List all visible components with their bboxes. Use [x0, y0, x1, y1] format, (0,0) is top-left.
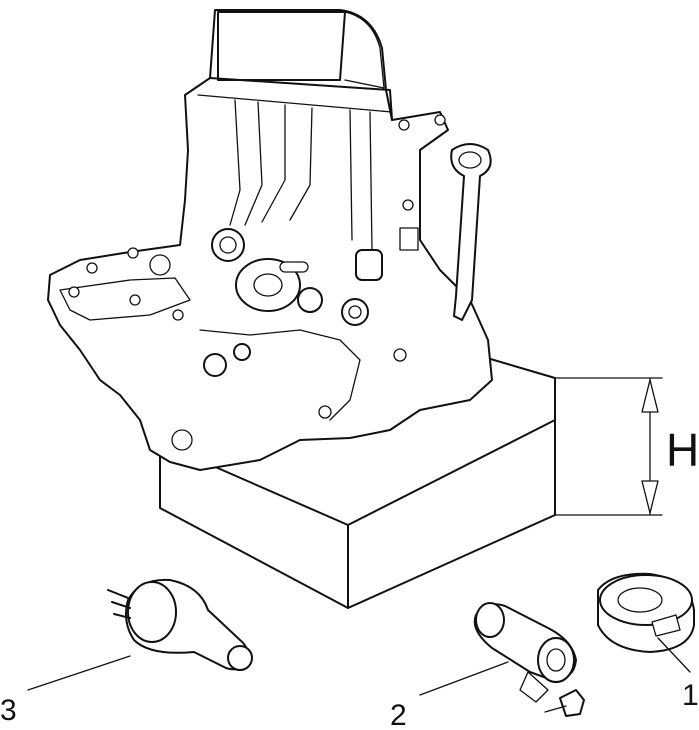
- rib-2: [244, 101, 263, 226]
- switch-pin-2: [111, 601, 131, 609]
- stud-4: [434, 114, 446, 126]
- stud-1: [402, 199, 414, 211]
- switch-pin-3: [113, 613, 131, 619]
- sensor-bolt-head: [559, 689, 585, 717]
- callout-3: 3: [0, 694, 17, 727]
- selector-boss-1-hole: [219, 236, 237, 254]
- callout-1-leader: [657, 637, 691, 673]
- lower-ridge: [199, 329, 361, 421]
- callout-3-leader: [27, 655, 131, 691]
- stud-2: [399, 227, 419, 251]
- rib-5: [349, 109, 353, 241]
- housing-top-side: [344, 11, 385, 89]
- part-2-sensor: 2: [390, 602, 585, 730]
- bolt-5: [172, 309, 184, 321]
- rib-4: [289, 107, 313, 221]
- stud-3: [398, 119, 410, 131]
- part-3-switch: 3: [0, 578, 253, 727]
- switch-flange: [127, 581, 177, 643]
- sensor-connector: [475, 602, 505, 638]
- selector-pin: [279, 261, 309, 273]
- bolt-2: [127, 247, 139, 259]
- switch-pin-1: [107, 589, 129, 599]
- selector-boss-2: [297, 287, 323, 313]
- boss-left: [149, 254, 171, 276]
- rib-1: [229, 99, 241, 226]
- ring-hole: [617, 587, 663, 613]
- sensor-bolt-shaft: [544, 705, 567, 713]
- bolt-4: [129, 294, 141, 306]
- right-fitting: [355, 249, 383, 281]
- hole-1: [318, 405, 332, 419]
- left-flange: [59, 277, 191, 321]
- rib-6: [369, 111, 373, 251]
- hole-2: [393, 348, 407, 362]
- sensor-tab: [519, 671, 549, 703]
- housing-outline: [47, 9, 493, 471]
- rib-3: [261, 104, 286, 223]
- selector-housing-center: [253, 273, 283, 297]
- bolt-3: [68, 286, 80, 298]
- lower-boss-1: [203, 353, 227, 377]
- callout-1: 1: [682, 679, 699, 712]
- housing-rim: [209, 77, 393, 121]
- callout-2: 2: [390, 699, 407, 730]
- part-1-ring: 1: [597, 572, 699, 712]
- lower-boss-2: [233, 343, 251, 361]
- housing-top-cap: [217, 11, 346, 81]
- hole-3: [171, 429, 193, 451]
- lever-eye: [458, 151, 482, 169]
- selector-lever: [450, 143, 492, 321]
- dim-arrow-top: [641, 379, 659, 413]
- dimension-label: H: [666, 424, 699, 476]
- selector-boss-3-hole: [348, 305, 362, 319]
- housing-rim-inner: [197, 94, 393, 113]
- dimension-h: H: [554, 377, 699, 516]
- dim-arrow-bottom: [641, 480, 659, 514]
- gearbox-housing: [47, 9, 493, 471]
- callout-2-leader: [419, 661, 509, 696]
- ring-notch: [651, 614, 681, 637]
- bolt-1: [86, 262, 98, 274]
- sensor-head-hole: [546, 648, 566, 672]
- switch-tip: [227, 645, 253, 671]
